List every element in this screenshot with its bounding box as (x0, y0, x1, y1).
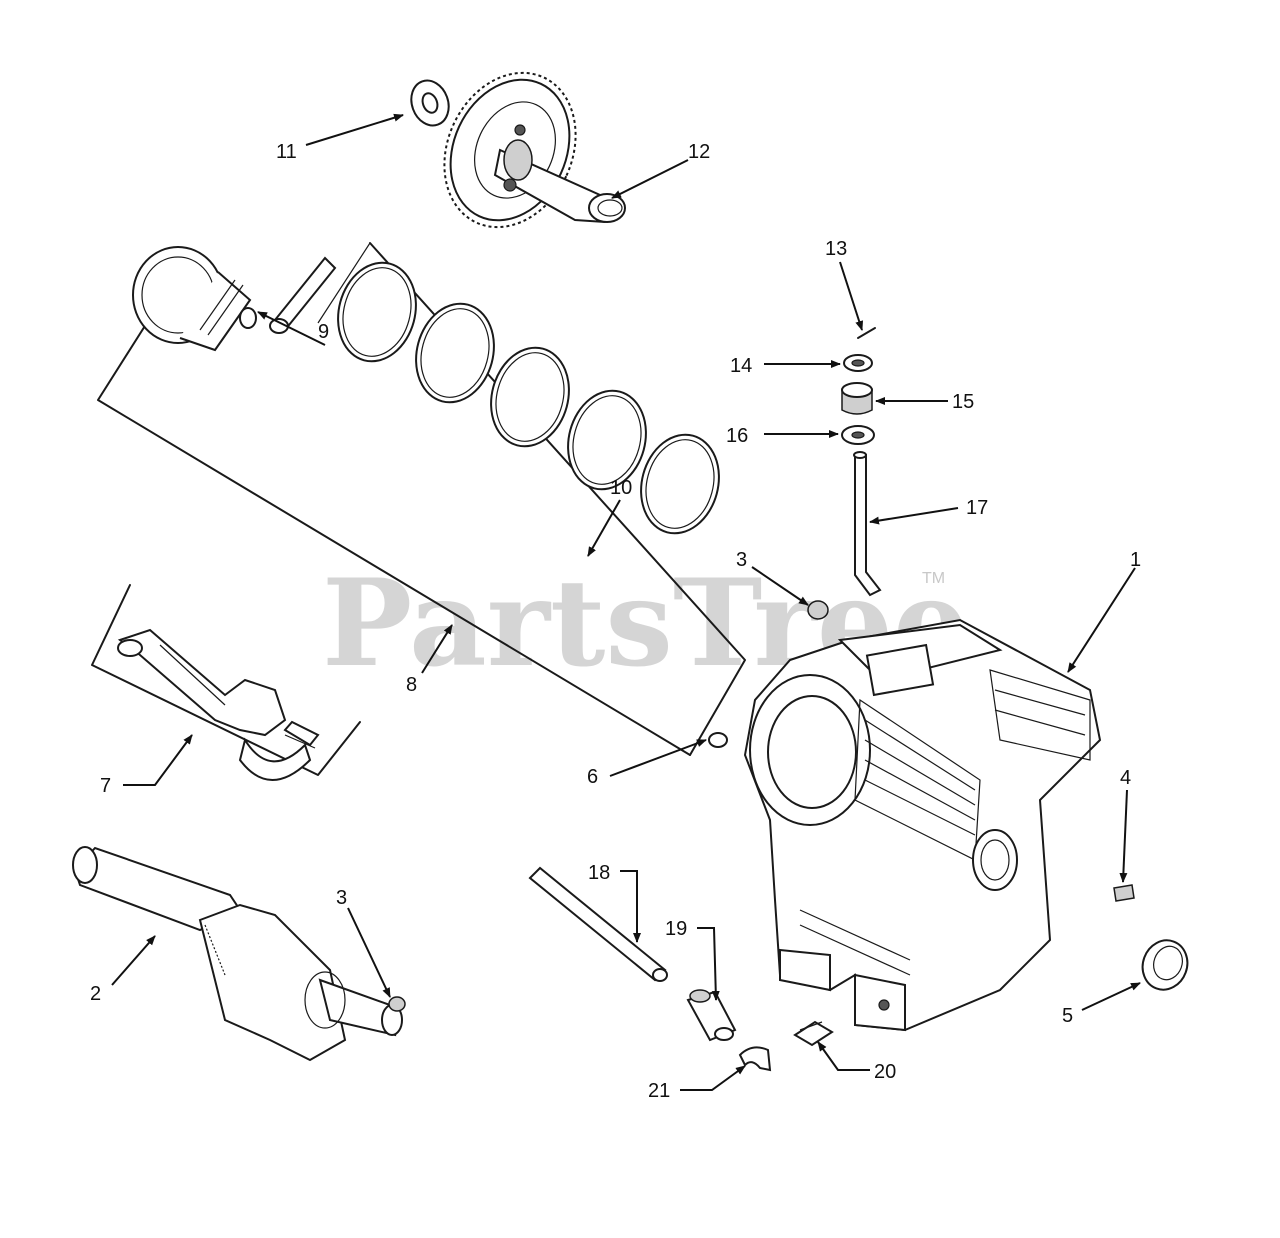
part-10-piston-rings[interactable] (327, 254, 729, 542)
callout-7: 7 (100, 734, 193, 797)
part-17-dipstick-tube[interactable] (853, 451, 882, 597)
part-6-dowel[interactable] (708, 732, 728, 748)
svg-text:8: 8 (406, 674, 417, 696)
svg-text:14: 14 (730, 355, 752, 377)
svg-text:17: 17 (966, 497, 988, 519)
svg-text:1: 1 (1130, 549, 1141, 571)
part-9-pin-clip[interactable] (239, 307, 257, 329)
svg-text:15: 15 (952, 391, 974, 413)
callout-15: 15 (875, 391, 974, 413)
callout-3-bottom: 3 (336, 887, 391, 998)
callout-17: 17 (869, 497, 988, 525)
part-21-elbow[interactable] (738, 1046, 772, 1072)
svg-text:21: 21 (648, 1080, 670, 1102)
svg-text:12: 12 (688, 141, 710, 163)
callout-20: 20 (817, 1041, 896, 1083)
svg-text:4: 4 (1120, 767, 1131, 789)
part-7-connecting-rod[interactable] (91, 584, 361, 781)
part-12-camshaft[interactable] (420, 51, 626, 248)
part-14-washer[interactable] (843, 354, 873, 372)
callout-4: 4 (1119, 767, 1131, 883)
callout-3-top: 3 (736, 549, 809, 606)
svg-text:3: 3 (336, 887, 347, 909)
svg-text:6: 6 (587, 766, 598, 788)
callout-14: 14 (730, 355, 841, 377)
callout-13: 13 (825, 238, 864, 331)
callout-8: 8 (406, 624, 453, 696)
part-1-crankcase[interactable] (743, 618, 1102, 1032)
svg-text:2: 2 (90, 983, 101, 1005)
svg-text:18: 18 (588, 862, 610, 884)
part-19-fitting[interactable] (686, 989, 737, 1042)
part-15-grommet[interactable] (841, 382, 873, 415)
part-18-tube[interactable] (528, 866, 668, 982)
svg-text:5: 5 (1062, 1005, 1073, 1027)
svg-text:20: 20 (874, 1061, 896, 1083)
callout-5: 5 (1062, 982, 1141, 1027)
callout-2: 2 (90, 935, 156, 1005)
svg-text:19: 19 (665, 918, 687, 940)
callout-12: 12 (611, 141, 710, 199)
svg-text:13: 13 (825, 238, 847, 260)
watermark-trademark: TM (922, 570, 945, 587)
callout-21: 21 (648, 1065, 746, 1102)
part-3-plug-bottom[interactable] (388, 996, 406, 1012)
callout-19: 19 (665, 918, 720, 1001)
svg-text:3: 3 (736, 549, 747, 571)
part-5-oil-seal[interactable] (1136, 934, 1194, 996)
part-piston[interactable] (132, 246, 252, 352)
part-2-crankshaft[interactable] (72, 846, 403, 1062)
part-16-washer[interactable] (841, 425, 875, 445)
callout-16: 16 (726, 425, 839, 447)
part-3-plug-top[interactable] (807, 600, 829, 620)
svg-text:9: 9 (318, 321, 329, 343)
svg-text:7: 7 (100, 775, 111, 797)
part-piston-pin[interactable] (269, 256, 337, 334)
part-20-fitting[interactable] (793, 1020, 834, 1047)
part-4-fitting[interactable] (1113, 884, 1135, 902)
callout-11: 11 (276, 113, 404, 163)
callout-10: 10 (587, 477, 632, 557)
part-11-washer[interactable] (405, 75, 455, 131)
callout-6: 6 (587, 739, 707, 788)
svg-text:10: 10 (610, 477, 632, 499)
svg-text:11: 11 (276, 141, 297, 163)
callout-9: 9 (257, 311, 329, 346)
svg-text:16: 16 (726, 425, 748, 447)
callout-1: 1 (1067, 549, 1141, 673)
part-13-pin[interactable] (857, 327, 876, 339)
callout-18: 18 (588, 862, 641, 943)
